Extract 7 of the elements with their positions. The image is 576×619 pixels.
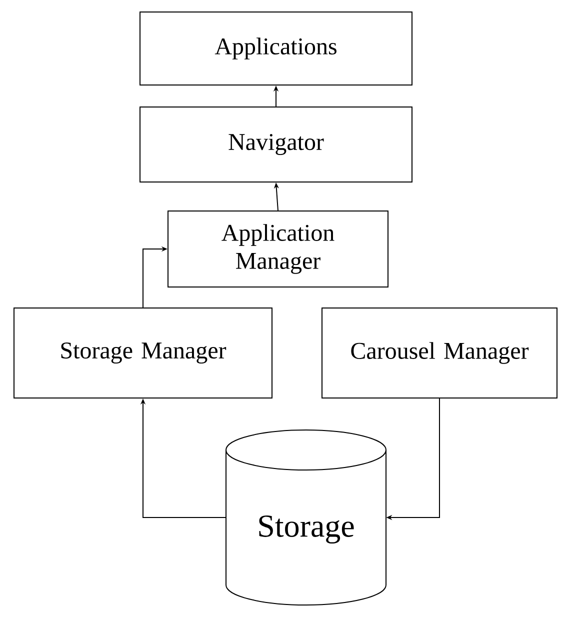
storage-cylinder: Storage xyxy=(226,430,386,606)
process-box: Applications xyxy=(140,12,412,86)
process-box: Storage Manager xyxy=(14,308,272,398)
process-box: Navigator xyxy=(140,106,412,182)
process-box: Application Manager xyxy=(168,210,388,288)
process-box: Carousel Manager xyxy=(322,308,558,398)
node-label: Storage xyxy=(259,515,354,544)
